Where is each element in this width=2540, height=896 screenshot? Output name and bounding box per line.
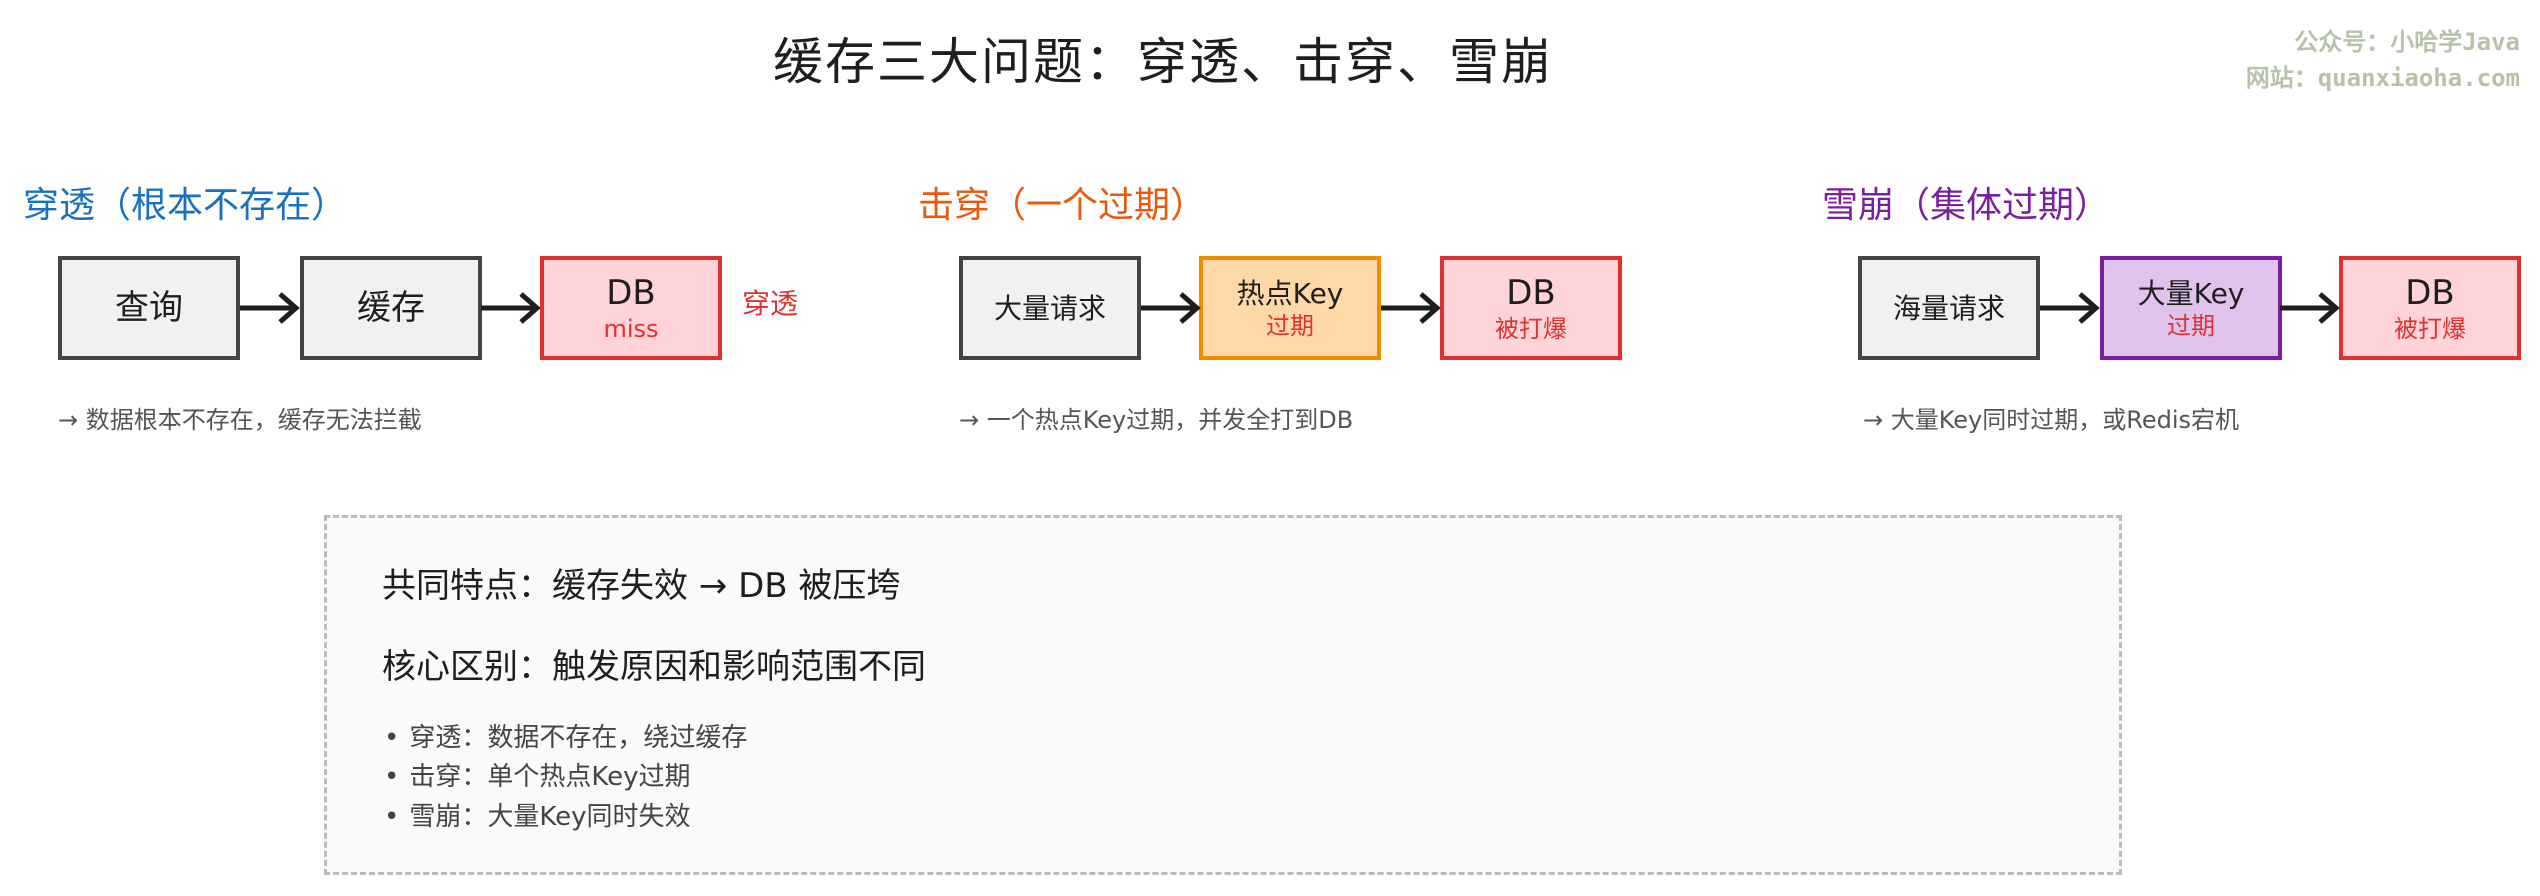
summary-difference: 核心区别：触发原因和影响范围不同 [382, 647, 926, 687]
section-avalanche-title: 雪崩（集体过期） [1822, 185, 2111, 226]
summary-common: 共同特点：缓存失效 → DB 被压垮 [382, 566, 901, 606]
arrow-icon [481, 292, 541, 324]
box-label: 查询 [115, 287, 183, 328]
box-sublabel: miss [603, 315, 659, 344]
avalanche-note: → 大量Key同时过期，或Redis宕机 [1863, 406, 2240, 434]
box-label: 热点Key [1236, 276, 1344, 310]
box-label: 大量请求 [993, 291, 1106, 325]
summary-bullet: 雪崩：大量Key同时失效 [384, 796, 690, 833]
box-sublabel: 过期 [2167, 311, 2215, 340]
query-box: 查询 [58, 256, 240, 360]
box-label: 缓存 [357, 287, 425, 328]
summary-bullet: 穿透：数据不存在，绕过缓存 [384, 717, 747, 754]
section-breakdown-title: 击穿（一个过期） [918, 185, 1207, 226]
box-label: DB [2405, 272, 2455, 313]
section-penetration-title: 穿透（根本不存在） [23, 185, 348, 226]
arrow-icon [2040, 292, 2100, 324]
watermark-website: 网站：quanxiaoha.com [2245, 64, 2520, 92]
box-label: 海量请求 [1892, 291, 2005, 325]
penetration-note: → 数据根本不存在，缓存无法拦截 [58, 406, 422, 434]
box-sublabel: 被打爆 [1495, 315, 1567, 344]
requests-box: 海量请求 [1858, 256, 2040, 360]
box-sublabel: 过期 [1266, 311, 1314, 340]
box-label: 大量Key [2137, 276, 2245, 310]
arrow-icon [1381, 292, 1441, 324]
box-label: DB [606, 272, 656, 313]
requests-box: 大量请求 [959, 256, 1141, 360]
watermark-wechat: 公众号：小哈学Java [2294, 28, 2520, 56]
box-label: DB [1506, 272, 1556, 313]
page-title: 缓存三大问题：穿透、击穿、雪崩 [773, 33, 1553, 91]
cache-box: 缓存 [300, 256, 482, 360]
box-sublabel: 被打爆 [2394, 315, 2466, 344]
summary-bullet: 击穿：单个热点Key过期 [384, 756, 690, 793]
penetration-side-label: 穿透 [742, 287, 799, 320]
arrow-icon [1141, 292, 1201, 324]
arrow-icon [240, 292, 300, 324]
arrow-icon [2280, 292, 2340, 324]
breakdown-note: → 一个热点Key过期，并发全打到DB [959, 406, 1354, 434]
